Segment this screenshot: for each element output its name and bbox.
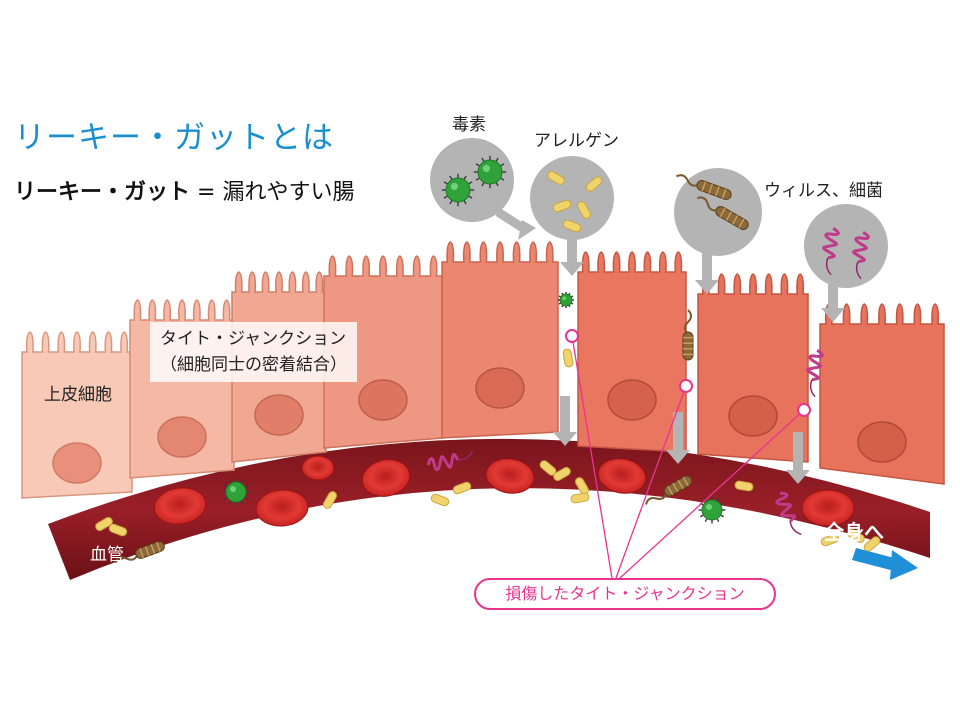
toxin-label: 毒素 bbox=[452, 115, 486, 135]
epithelial-cell bbox=[819, 303, 945, 485]
red-blood-cell-icon bbox=[485, 458, 535, 494]
spiral-virus-icon bbox=[775, 491, 802, 535]
allergen-icon bbox=[570, 492, 590, 504]
allergen-label: アレルゲン bbox=[534, 131, 619, 151]
toxin-virus-icon bbox=[222, 478, 250, 506]
red-blood-cell-icon bbox=[301, 455, 335, 481]
toxin-virus-icon bbox=[698, 496, 726, 524]
red-blood-cell-icon bbox=[801, 489, 855, 527]
epithelial-cell bbox=[697, 273, 809, 463]
subtitle-equals: = bbox=[190, 180, 223, 205]
allergen-icon bbox=[734, 480, 754, 492]
allergen-icon bbox=[452, 481, 472, 495]
blood-vessel-label: 血管 bbox=[90, 545, 124, 565]
spiral-virus-icon bbox=[806, 348, 824, 398]
bacteria-icon bbox=[682, 309, 694, 361]
red-blood-cell-icon bbox=[361, 459, 411, 497]
epithelial-cell-label: 上皮細胞 bbox=[44, 385, 112, 405]
red-blood-cell-icon bbox=[597, 458, 647, 494]
virus-bacteria-label: ウィルス、細菌 bbox=[764, 181, 883, 201]
allergen-icon bbox=[577, 201, 591, 219]
toxin-virus-icon bbox=[473, 155, 507, 189]
allergen-icon bbox=[95, 517, 113, 531]
cell-nucleus bbox=[157, 416, 207, 458]
cell-nucleus bbox=[52, 442, 102, 484]
allergen-icon bbox=[552, 199, 572, 213]
cell-nucleus bbox=[358, 379, 408, 421]
epithelial-cell bbox=[323, 255, 443, 449]
allergen-icon bbox=[430, 493, 450, 507]
cell-nucleus bbox=[607, 379, 657, 421]
bacteria-icon bbox=[675, 174, 732, 200]
allergen-icon bbox=[323, 491, 337, 509]
epithelial-cell bbox=[21, 331, 133, 499]
subtitle-term: リーキー・ガット bbox=[14, 180, 191, 205]
allergen-icon bbox=[553, 467, 571, 481]
allergen-icon bbox=[562, 348, 574, 368]
virus-callout bbox=[804, 204, 888, 322]
toxin-virus-icon bbox=[557, 291, 575, 309]
spiral-virus-icon bbox=[852, 230, 870, 280]
allergen-icon bbox=[547, 171, 565, 185]
allergen-icon bbox=[820, 533, 840, 547]
tight-junction-label-line1: タイト・ジャンクション bbox=[160, 329, 347, 349]
spiral-virus-icon bbox=[426, 450, 474, 472]
arrow-right-icon bbox=[852, 548, 918, 580]
red-blood-cell-icon bbox=[153, 487, 207, 525]
allergen-icon bbox=[585, 176, 603, 192]
subtitle-definition: 漏れやすい腸 bbox=[222, 180, 355, 205]
to-whole-body-label: 全身へ bbox=[824, 520, 884, 544]
leak-arrows bbox=[553, 396, 810, 484]
cell-nucleus bbox=[728, 395, 778, 437]
tight-junction-label-line2: （細胞同士の密着結合） bbox=[160, 355, 347, 375]
allergen-icon bbox=[847, 529, 865, 543]
page-title: リーキー・ガットとは bbox=[14, 120, 334, 156]
bacteria-icon bbox=[697, 196, 749, 230]
allergen-icon bbox=[108, 523, 128, 537]
red-blood-cell-icon bbox=[255, 489, 309, 527]
allergen-icon bbox=[863, 536, 881, 552]
epithelial-cell bbox=[577, 251, 687, 453]
bacteria-icon bbox=[644, 475, 693, 505]
damaged-junction-markers bbox=[565, 329, 811, 579]
cell-nucleus bbox=[254, 394, 304, 436]
cell-nucleus bbox=[857, 421, 907, 463]
blood-vessel bbox=[48, 438, 930, 580]
tight-junction-label: タイト・ジャンクション （細胞同士の密着結合） bbox=[150, 322, 357, 382]
toxin-virus-icon bbox=[441, 173, 475, 207]
bacteria-icon bbox=[114, 541, 165, 564]
allergen-icon bbox=[562, 219, 582, 233]
epithelial-cell bbox=[441, 241, 559, 439]
subtitle: リーキー・ガット = 漏れやすい腸 bbox=[14, 174, 354, 206]
spiral-virus-icon bbox=[822, 226, 840, 276]
damaged-tight-junction-label: 損傷したタイト・ジャンクション bbox=[474, 578, 776, 610]
cell-nucleus bbox=[475, 367, 525, 409]
